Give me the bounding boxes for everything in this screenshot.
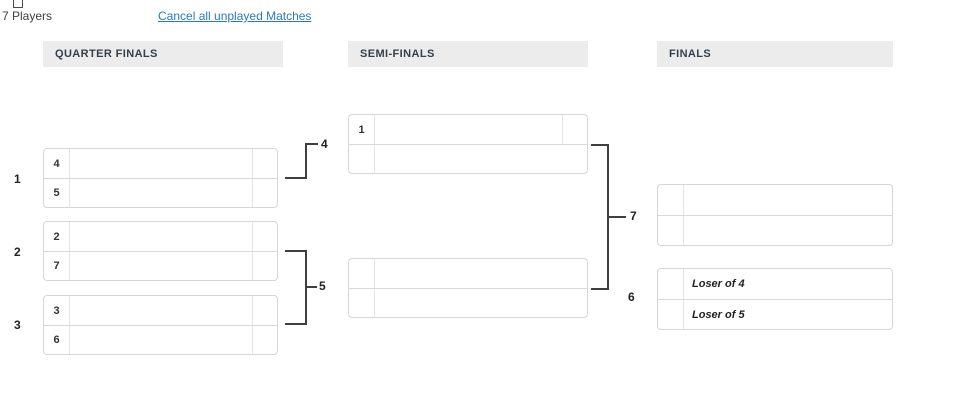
connector-line xyxy=(591,144,609,146)
seed-cell xyxy=(349,289,375,317)
score-cell xyxy=(252,222,277,251)
connector-line xyxy=(591,288,609,290)
match-row xyxy=(658,185,892,215)
player-name-cell: Loser of 5 xyxy=(692,308,745,321)
seed-cell xyxy=(658,269,684,299)
connector-line xyxy=(285,323,307,325)
connector-line xyxy=(285,250,307,252)
seed-cell xyxy=(349,145,375,173)
connector-line xyxy=(305,286,317,288)
seed-cell xyxy=(349,259,375,288)
score-cell xyxy=(252,326,277,354)
match-number-label-1: 1 xyxy=(14,172,21,186)
match-row: Loser of 4 xyxy=(658,269,892,299)
seed-cell: 6 xyxy=(44,326,70,354)
cancel-unplayed-matches-link[interactable]: Cancel all unplayed Matches xyxy=(158,9,312,23)
match-row: 3 xyxy=(44,296,277,325)
header-finals: FINALS xyxy=(657,41,893,67)
score-cell xyxy=(252,252,277,280)
connector-line xyxy=(607,216,626,218)
seed-cell: 5 xyxy=(44,179,70,207)
match-number-label-6: 6 xyxy=(628,290,635,304)
match-box-consolation-6[interactable]: Loser of 4 Loser of 5 xyxy=(657,268,893,330)
match-row: 7 xyxy=(44,251,277,280)
match-row: 2 xyxy=(44,222,277,251)
seed-cell: 2 xyxy=(44,222,70,251)
header-semi-finals: SEMI-FINALS xyxy=(348,41,588,67)
match-box-qf-3[interactable]: 3 6 xyxy=(43,295,278,355)
player-name-cell: Loser of 4 xyxy=(692,278,745,290)
match-number-label-7: 7 xyxy=(630,209,637,223)
match-box-qf-1[interactable]: 4 5 xyxy=(43,148,278,208)
match-box-final-7[interactable] xyxy=(657,184,893,246)
match-row xyxy=(658,215,892,245)
match-row: 6 xyxy=(44,325,277,354)
match-row xyxy=(349,288,587,317)
connector-line xyxy=(305,143,318,145)
connector-line xyxy=(285,177,307,179)
match-box-sf-5[interactable] xyxy=(348,258,588,318)
match-row xyxy=(349,259,587,288)
match-number-label-3: 3 xyxy=(14,318,21,332)
match-row: 1 xyxy=(349,115,587,144)
seed-cell xyxy=(658,216,684,245)
clipped-checkbox-icon[interactable] xyxy=(13,0,23,8)
match-row xyxy=(349,144,587,173)
match-number-label-2: 2 xyxy=(14,245,21,259)
match-row: 4 xyxy=(44,149,277,178)
match-row: Loser of 5 xyxy=(658,299,892,329)
seed-cell: 7 xyxy=(44,252,70,280)
score-cell xyxy=(252,296,277,325)
seed-cell: 1 xyxy=(349,115,375,144)
match-number-label-5: 5 xyxy=(319,279,326,293)
seed-cell xyxy=(658,300,684,329)
seed-cell: 4 xyxy=(44,149,70,178)
match-box-sf-4[interactable]: 1 xyxy=(348,114,588,174)
header-quarter-finals: QUARTER FINALS xyxy=(43,41,283,67)
score-cell xyxy=(252,179,277,207)
players-count-label: 7 Players xyxy=(2,9,53,23)
connector-line xyxy=(305,143,307,179)
match-box-qf-2[interactable]: 2 7 xyxy=(43,221,278,281)
seed-cell: 3 xyxy=(44,296,70,325)
match-number-label-4: 4 xyxy=(321,137,328,151)
score-cell xyxy=(252,149,277,178)
match-row: 5 xyxy=(44,178,277,207)
score-cell xyxy=(562,115,587,144)
seed-cell xyxy=(658,185,684,215)
